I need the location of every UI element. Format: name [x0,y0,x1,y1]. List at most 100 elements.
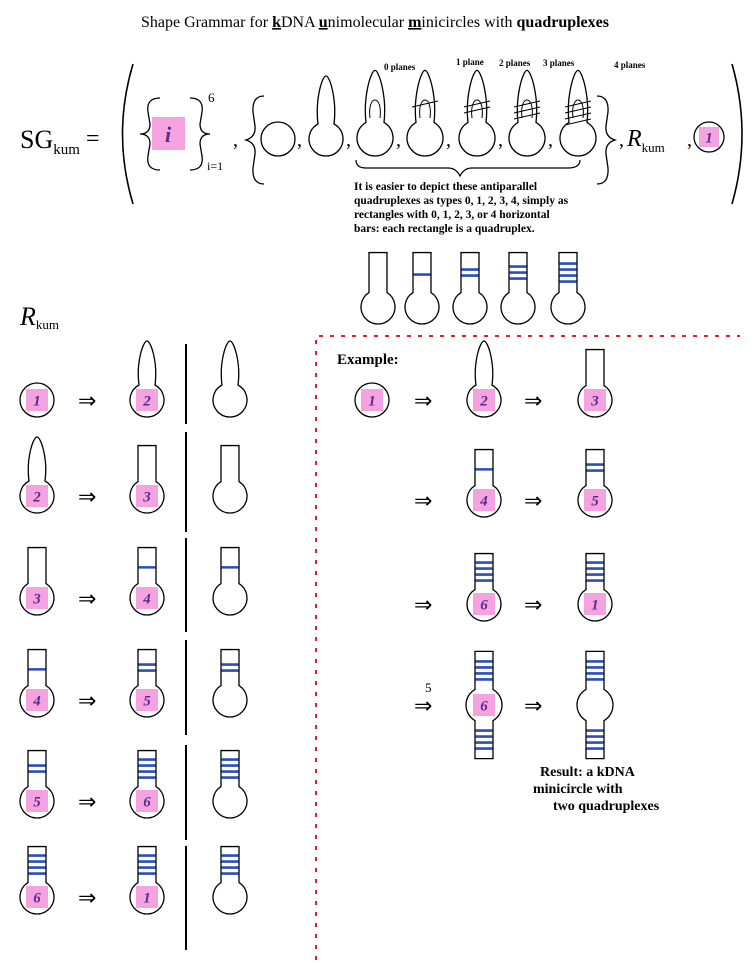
shape-quadruplex-4-plane [564,112,592,120]
example-arrow-1-1: ⇒ [414,389,432,414]
example-arrow-1-2: ⇒ [524,389,542,414]
comma-q-1: , [446,129,451,151]
ref-shape-3-outline [500,251,536,325]
title: Shape Grammar for kDNA unimolecular mini… [141,14,609,31]
comma-shape-2: , [346,129,351,151]
shape-quadruplex-3-plane [513,106,541,114]
label-i-text: i [165,122,172,147]
rule-1-shape-outline [212,444,248,514]
rule-0: 1⇒2 [19,340,248,418]
rule-3-rhs: 5 [129,648,165,718]
rule-4-rhs-label-box [136,790,158,812]
example-3-2-label-box [584,593,606,615]
example-arrow-3-1: ⇒ [414,593,432,618]
sg-text: SG [20,125,53,154]
comma-q-0: , [396,129,401,151]
rule-2-lhs-label-box [26,587,48,609]
shape-quadruplex-4-outline [559,69,597,157]
rule-5-rhs: 1 [129,845,165,915]
rule-3-rhs-label: 5 [143,694,151,710]
rule-4-lhs: 5 [19,749,55,819]
shape-quadruplex-3-plane [513,112,541,120]
rules-heading: Rkum [19,302,59,332]
shape-quadruplex-0-inner-loop [369,99,381,119]
rule-2-arrow: ⇒ [78,587,96,612]
rule-5-lhs: 6 [19,845,55,915]
rule-1-shape [212,444,248,514]
rule-5-lhs-label: 6 [33,891,41,907]
title-part-1: Shape Grammar for [141,14,272,31]
rule-1-arrow: ⇒ [78,485,96,510]
reference-shapes [360,251,586,325]
ref-shape-2-outline [452,251,488,325]
comma-after-shapes: , [619,129,624,151]
ref-shape-0 [360,251,396,325]
example-3-2: 1 [577,552,613,622]
shape-hairpin [308,75,344,157]
shape-hairpin-outline [308,75,344,157]
rule-3-arrow: ⇒ [78,689,96,714]
example-arrow-4-1: ⇒ [414,694,432,719]
shape-quadruplex-2-outline [458,69,496,157]
title-k: k [272,14,281,31]
shape-quadruplex-4-inner-loop [572,99,584,119]
rule-2-rhs: 4 [129,546,165,616]
result-line-0: Result: a kDNA [540,765,636,780]
r-kum-formula-symbol: Rkum [626,126,665,155]
shape-quadruplex-3 [508,69,546,157]
example-2-1-label: 4 [479,494,488,510]
shape-quadruplex-1-outline [406,69,444,157]
example-4-1-label: 6 [480,699,488,715]
shape-quadruplex-2 [458,69,496,157]
rule-5-shape-outline [212,845,248,915]
rule-3-shape [212,648,248,718]
example-1-1-label-box [361,389,383,411]
plane-label-2: 2 planes [499,58,531,68]
shape-quadruplex-1-inner-loop [419,99,431,119]
rule-1: 2⇒3 [19,436,248,514]
ref-shape-0-outline [360,251,396,325]
rule-3-lhs-label-box [26,689,48,711]
rule-3-shape-outline [212,648,248,718]
rule-2-lhs-label: 3 [32,592,41,608]
shape-set-left-brace [243,95,265,185]
rule-4-rhs-label: 6 [143,795,151,811]
rule-5-arrow: ⇒ [78,886,96,911]
shape-quadruplex-2-inner-loop [471,99,483,119]
shape-circle [260,121,296,157]
rule-2-shape [212,546,248,616]
rule-4-lhs-label: 5 [33,795,41,811]
shape-set-right-brace [596,95,618,185]
label-set-superscript: 6 [208,90,215,105]
sg-subscript: kum [53,142,80,158]
example-3-1-label-box [473,593,495,615]
rule-5-lhs-label-box [26,886,48,908]
start-symbol: 1 [693,121,725,153]
label-i-box [152,117,185,150]
example-2-1: 4 [466,448,502,518]
example-4-2-outline [576,650,614,760]
plane-label-1: 1 plane [456,57,484,67]
plane-label-0: 0 planes [384,62,416,72]
shape-quadruplex-2-plane [463,106,491,114]
rule-0-shape [212,340,248,418]
rule-1-lhs-label: 2 [32,490,41,506]
shape-quadruplex-1-plane [411,100,439,108]
example-1-3: 3 [577,348,613,418]
r-kum-formula-letter: R [626,126,642,152]
example-derivation: 1⇒2⇒3⇒4⇒5⇒6⇒1⇒6⇒ [354,340,614,760]
rule-0-rhs: 2 [129,340,165,418]
rule-0-lhs-label-box [26,389,48,411]
title-bold: quadruplexes [517,14,609,31]
rules-heading-sub: kum [36,317,59,332]
example-1-1: 1 [354,382,390,418]
underbrace [355,159,581,178]
ref-shape-4 [550,251,586,325]
label-set-left-brace [139,97,161,171]
shape-set: ,,,,,, [260,69,597,157]
title-part-4: inicircles with [421,14,516,31]
title-m: m [408,14,422,31]
shape-quadruplex-4 [559,69,597,157]
example-2-2: 5 [577,448,613,518]
